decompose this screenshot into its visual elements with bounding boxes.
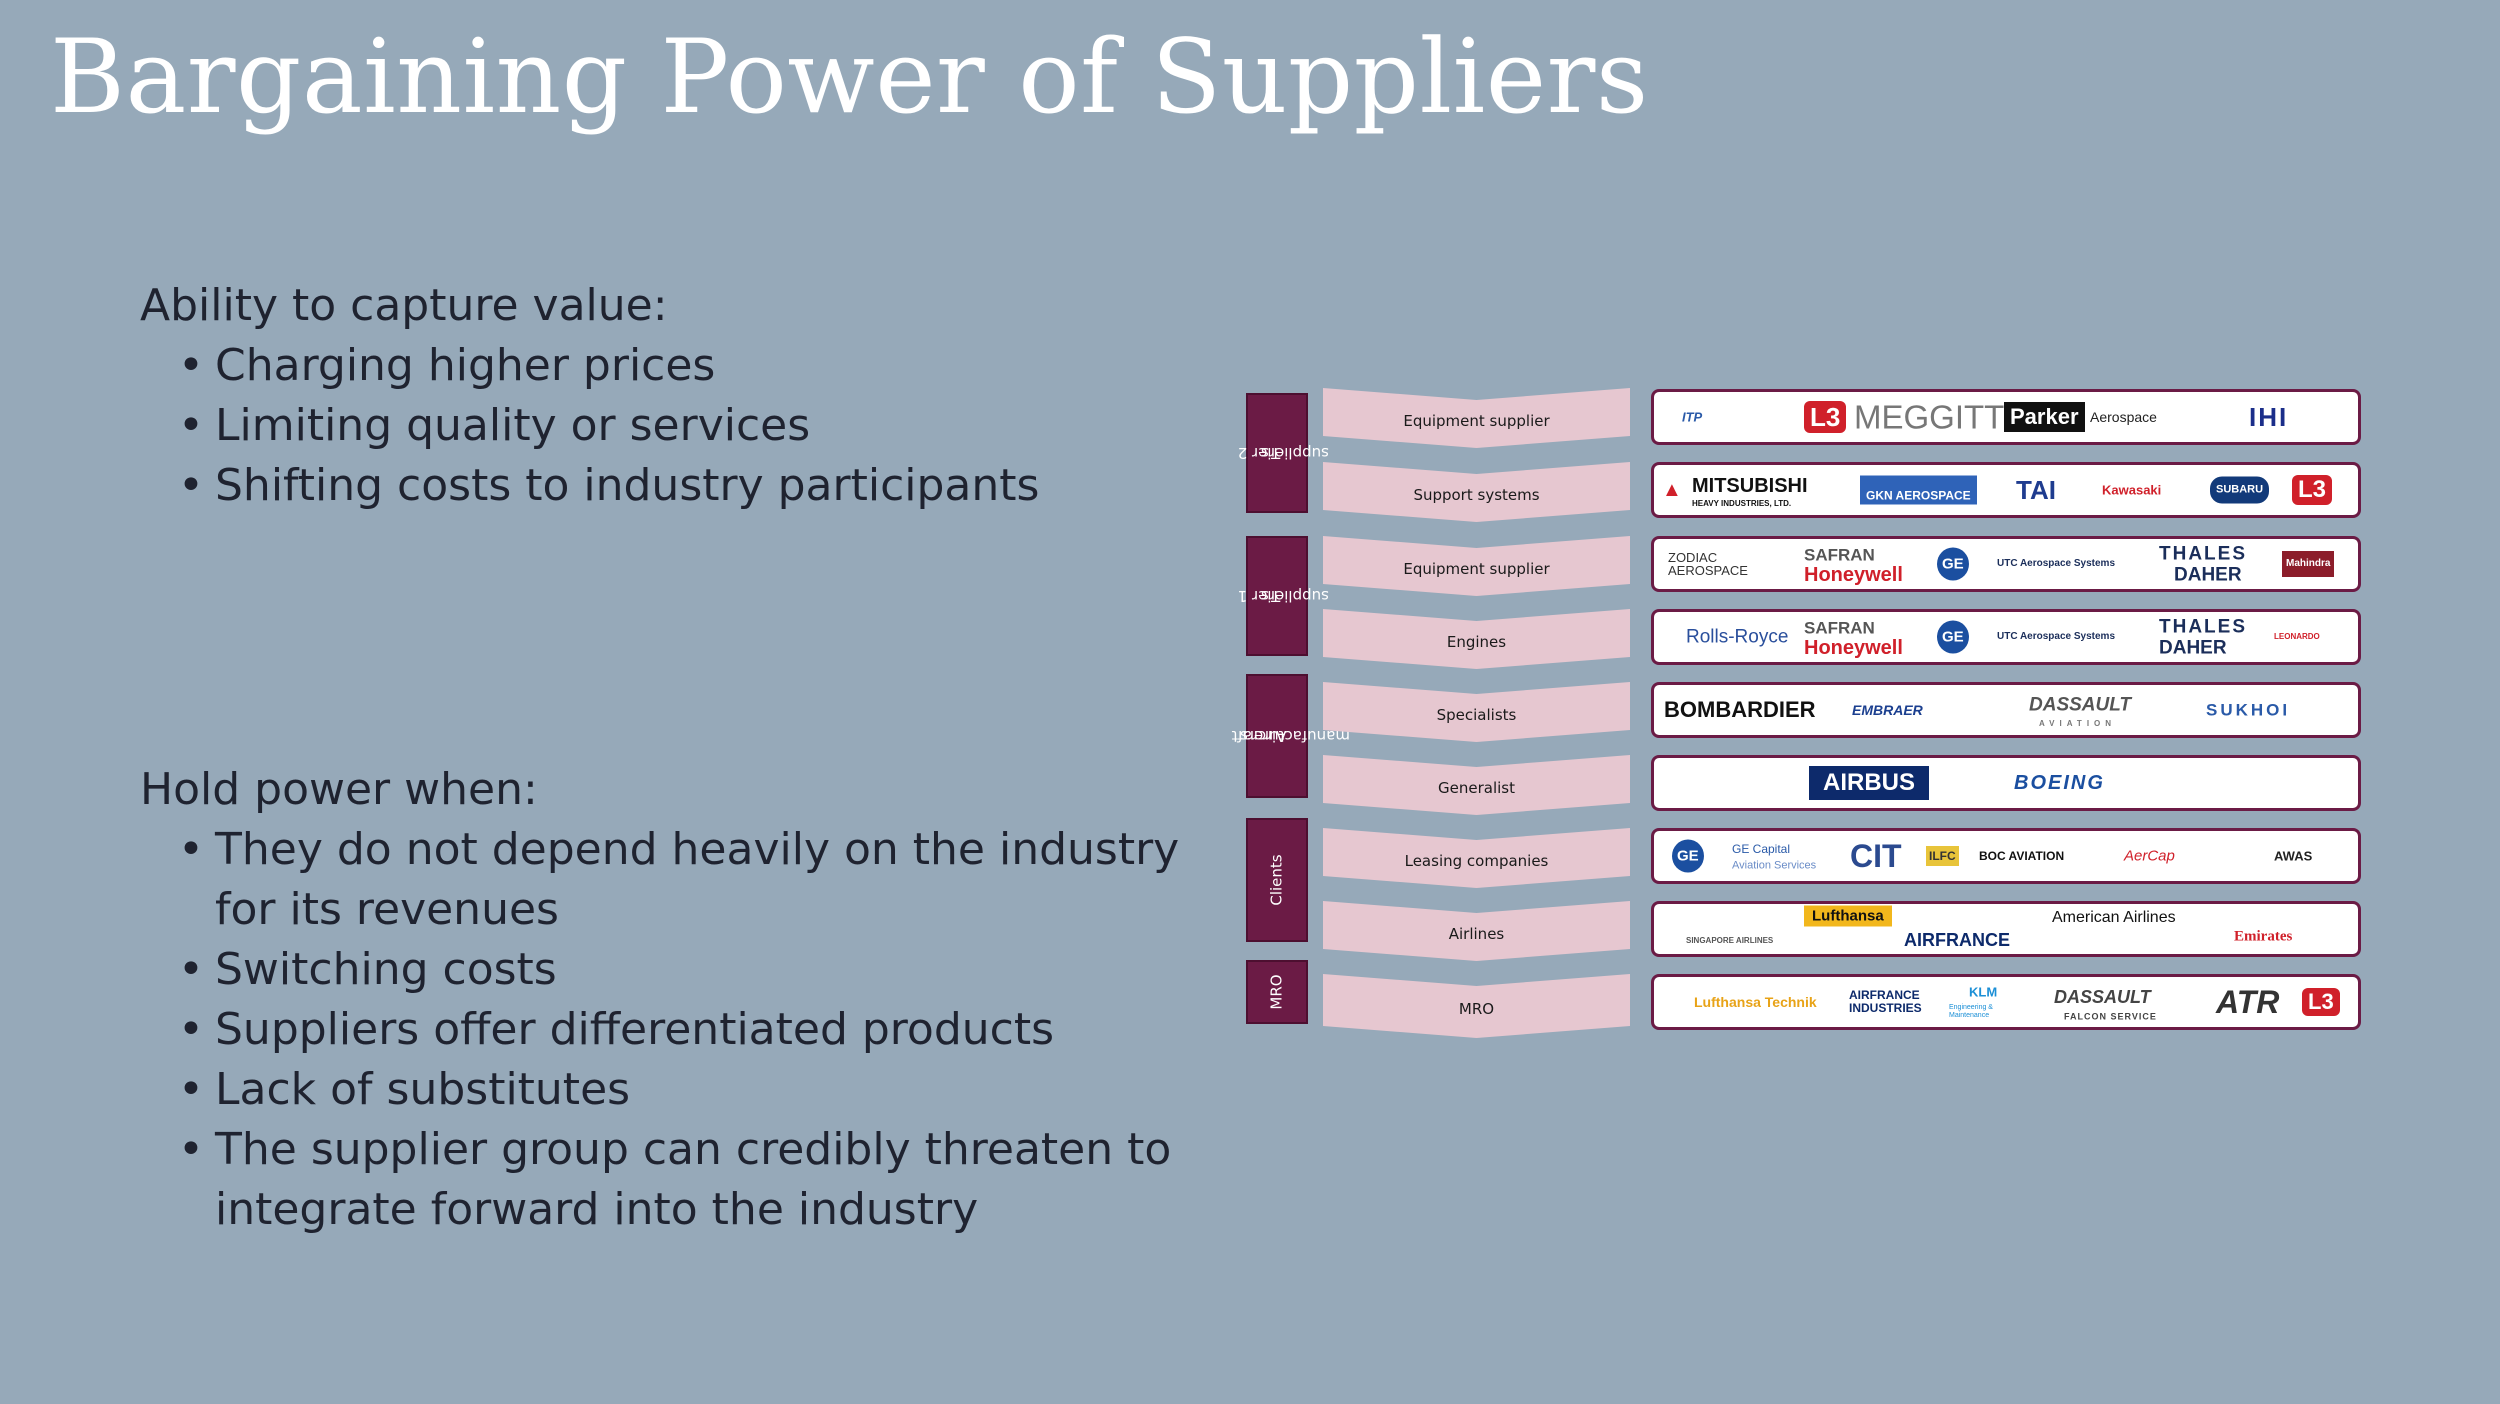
logo-row: Rolls-Royce SAFRAN Honeywell GE UTC Aero… bbox=[1651, 609, 2361, 665]
leonardo-logo: LEONARDO bbox=[2274, 632, 2320, 641]
airfrance-logo: AIRFRANCE bbox=[1904, 930, 2010, 950]
row-label: Equipment supplier bbox=[1323, 388, 1630, 448]
bullet-item: Suppliers offer differentiated products bbox=[140, 1000, 1200, 1060]
bullet-item: Switching costs bbox=[140, 940, 1200, 1000]
safran-logo: SAFRAN bbox=[1804, 618, 1875, 638]
bullet-list: They do not depend heavily on the indust… bbox=[140, 820, 1200, 1240]
bullet-item: Charging higher prices bbox=[140, 336, 1220, 396]
meggitt-logo: MEGGITT bbox=[1854, 398, 2005, 436]
airfrance-industries-logo: AIRFRANCE INDUSTRIES bbox=[1849, 988, 1922, 1015]
row-label: Equipment supplier bbox=[1323, 536, 1630, 596]
falcon-service-text: FALCON SERVICE bbox=[2064, 1011, 2157, 1022]
singapore-airlines-logo: SINGAPORE AIRLINES bbox=[1686, 936, 1774, 945]
row-label: Support systems bbox=[1323, 462, 1630, 522]
tai-logo: TAI bbox=[2016, 475, 2056, 505]
dassault-logo: DASSAULT bbox=[2054, 987, 2151, 1007]
row-label: Leasing companies bbox=[1323, 828, 1630, 888]
awas-logo: AWAS bbox=[2274, 848, 2313, 864]
itp-logo: ITP bbox=[1682, 409, 1703, 425]
l3-logo: L3 bbox=[2302, 988, 2340, 1016]
logo-row: SINGAPORE AIRLINES Lufthansa AIRFRANCE A… bbox=[1651, 901, 2361, 957]
klm-subtitle: Engineering & Maintenance bbox=[1949, 1004, 1993, 1019]
l3-logo: L3 bbox=[1804, 401, 1847, 433]
gkn-logo: GKN AEROSPACE bbox=[1860, 475, 1977, 505]
lufthansa-logo: Lufthansa bbox=[1804, 905, 1892, 927]
ge-logo: GE bbox=[1937, 547, 1969, 581]
daher-logo: DAHER bbox=[2159, 637, 2227, 659]
dassault-logo: DASSAULT bbox=[2029, 694, 2132, 716]
bullet-item: The supplier group can credibly threaten… bbox=[140, 1120, 1200, 1240]
row-label: Engines bbox=[1323, 609, 1630, 669]
daher-logo: DAHER bbox=[2174, 564, 2242, 586]
logo-row: AIRBUS BOEING bbox=[1651, 755, 2361, 811]
atr-logo: ATR bbox=[2216, 984, 2280, 1020]
airbus-logo: AIRBUS bbox=[1809, 766, 1930, 800]
row-label: Specialists bbox=[1323, 682, 1630, 742]
section-heading: Hold power when: bbox=[140, 764, 538, 815]
row-label: Generalist bbox=[1323, 755, 1630, 815]
section-heading: Ability to capture value: bbox=[140, 280, 668, 331]
mitsubishi-icon: ▲ bbox=[1662, 479, 1682, 501]
bombardier-logo: BOMBARDIER bbox=[1664, 697, 1816, 722]
rolls-royce-logo: Rolls-Royce bbox=[1686, 626, 1789, 648]
mahindra-logo: Mahindra bbox=[2282, 551, 2335, 577]
bullet-item: Limiting quality or services bbox=[140, 396, 1220, 456]
parker-logo: Parker bbox=[2004, 402, 2085, 432]
logo-row: ZODIAC AEROSPACE SAFRAN Honeywell GE UTC… bbox=[1651, 536, 2361, 592]
mhi-subtitle: HEAVY INDUSTRIES, LTD. bbox=[1692, 499, 1792, 508]
logo-row: Lufthansa Technik AIRFRANCE INDUSTRIES K… bbox=[1651, 974, 2361, 1030]
ge-logo: GE bbox=[1937, 620, 1969, 654]
logo-row: ▲ MITSUBISHI HEAVY INDUSTRIES, LTD. GKN … bbox=[1651, 462, 2361, 518]
bullet-item: Lack of substitutes bbox=[140, 1060, 1200, 1120]
cit-logo: CIT bbox=[1850, 838, 1902, 874]
logo-row: ITP L3 MEGGITT Parker Aerospace IHI bbox=[1651, 389, 2361, 445]
sukhoi-logo: SUKHOI bbox=[2206, 700, 2291, 720]
mitsubishi-logo: MITSUBISHI bbox=[1692, 475, 1808, 497]
l3-logo: L3 bbox=[2292, 475, 2333, 505]
aerospace-text: Aerospace bbox=[2090, 409, 2157, 425]
ge-capital-logo: GE Capital bbox=[1732, 842, 1791, 856]
aviation-text: AVIATION bbox=[2039, 719, 2117, 728]
bullet-item: They do not depend heavily on the indust… bbox=[140, 820, 1200, 940]
ge-logo: GE bbox=[1672, 839, 1704, 873]
bullet-item: Shifting costs to industry participants bbox=[140, 456, 1220, 516]
thales-logo: THALES bbox=[2159, 616, 2247, 638]
page-title: Bargaining Power of Suppliers bbox=[50, 18, 1649, 137]
ihi-logo: IHI bbox=[2249, 402, 2289, 432]
embraer-logo: EMBRAER bbox=[1852, 702, 1923, 718]
bullet-list: Charging higher prices Limiting quality … bbox=[140, 336, 1220, 516]
utc-logo: UTC Aerospace Systems bbox=[1997, 631, 2116, 642]
subaru-logo: SUBARU bbox=[2210, 476, 2270, 504]
utc-logo: UTC Aerospace Systems bbox=[1997, 558, 2116, 569]
zodiac-logo: ZODIAC AEROSPACE bbox=[1668, 550, 1748, 578]
logo-row: GE GE Capital Aviation Services CIT ILFC… bbox=[1651, 828, 2361, 884]
ilfc-logo: ILFC bbox=[1926, 846, 1959, 866]
klm-logo: KLM bbox=[1969, 984, 1998, 1000]
honeywell-logo: Honeywell bbox=[1804, 637, 1903, 659]
safran-logo: SAFRAN bbox=[1804, 545, 1875, 565]
category-clients: Clients bbox=[1246, 818, 1308, 942]
honeywell-logo: Honeywell bbox=[1804, 564, 1903, 586]
logo-row: BOMBARDIER EMBRAER DASSAULT AVIATION SUK… bbox=[1651, 682, 2361, 738]
boc-aviation-logo: BOC AVIATION bbox=[1979, 849, 2065, 863]
boeing-logo: BOEING bbox=[2014, 772, 2105, 794]
power-conditions-section: Hold power when: They do not depend heav… bbox=[140, 760, 1200, 1240]
thales-logo: THALES bbox=[2159, 543, 2247, 565]
category-mro: MRO bbox=[1246, 960, 1308, 1024]
value-capture-section: Ability to capture value: Charging highe… bbox=[140, 276, 1220, 516]
ge-capital-subtitle: Aviation Services bbox=[1732, 859, 1817, 872]
aercap-logo: AerCap bbox=[2124, 847, 2175, 865]
american-airlines-logo: American Airlines bbox=[2052, 909, 2176, 926]
emirates-logo: Emirates bbox=[2234, 928, 2293, 945]
row-label: MRO bbox=[1323, 974, 1630, 1038]
lufthansa-technik-logo: Lufthansa Technik bbox=[1694, 994, 1817, 1010]
kawasaki-logo: Kawasaki bbox=[2102, 482, 2162, 498]
row-label: Airlines bbox=[1323, 901, 1630, 961]
